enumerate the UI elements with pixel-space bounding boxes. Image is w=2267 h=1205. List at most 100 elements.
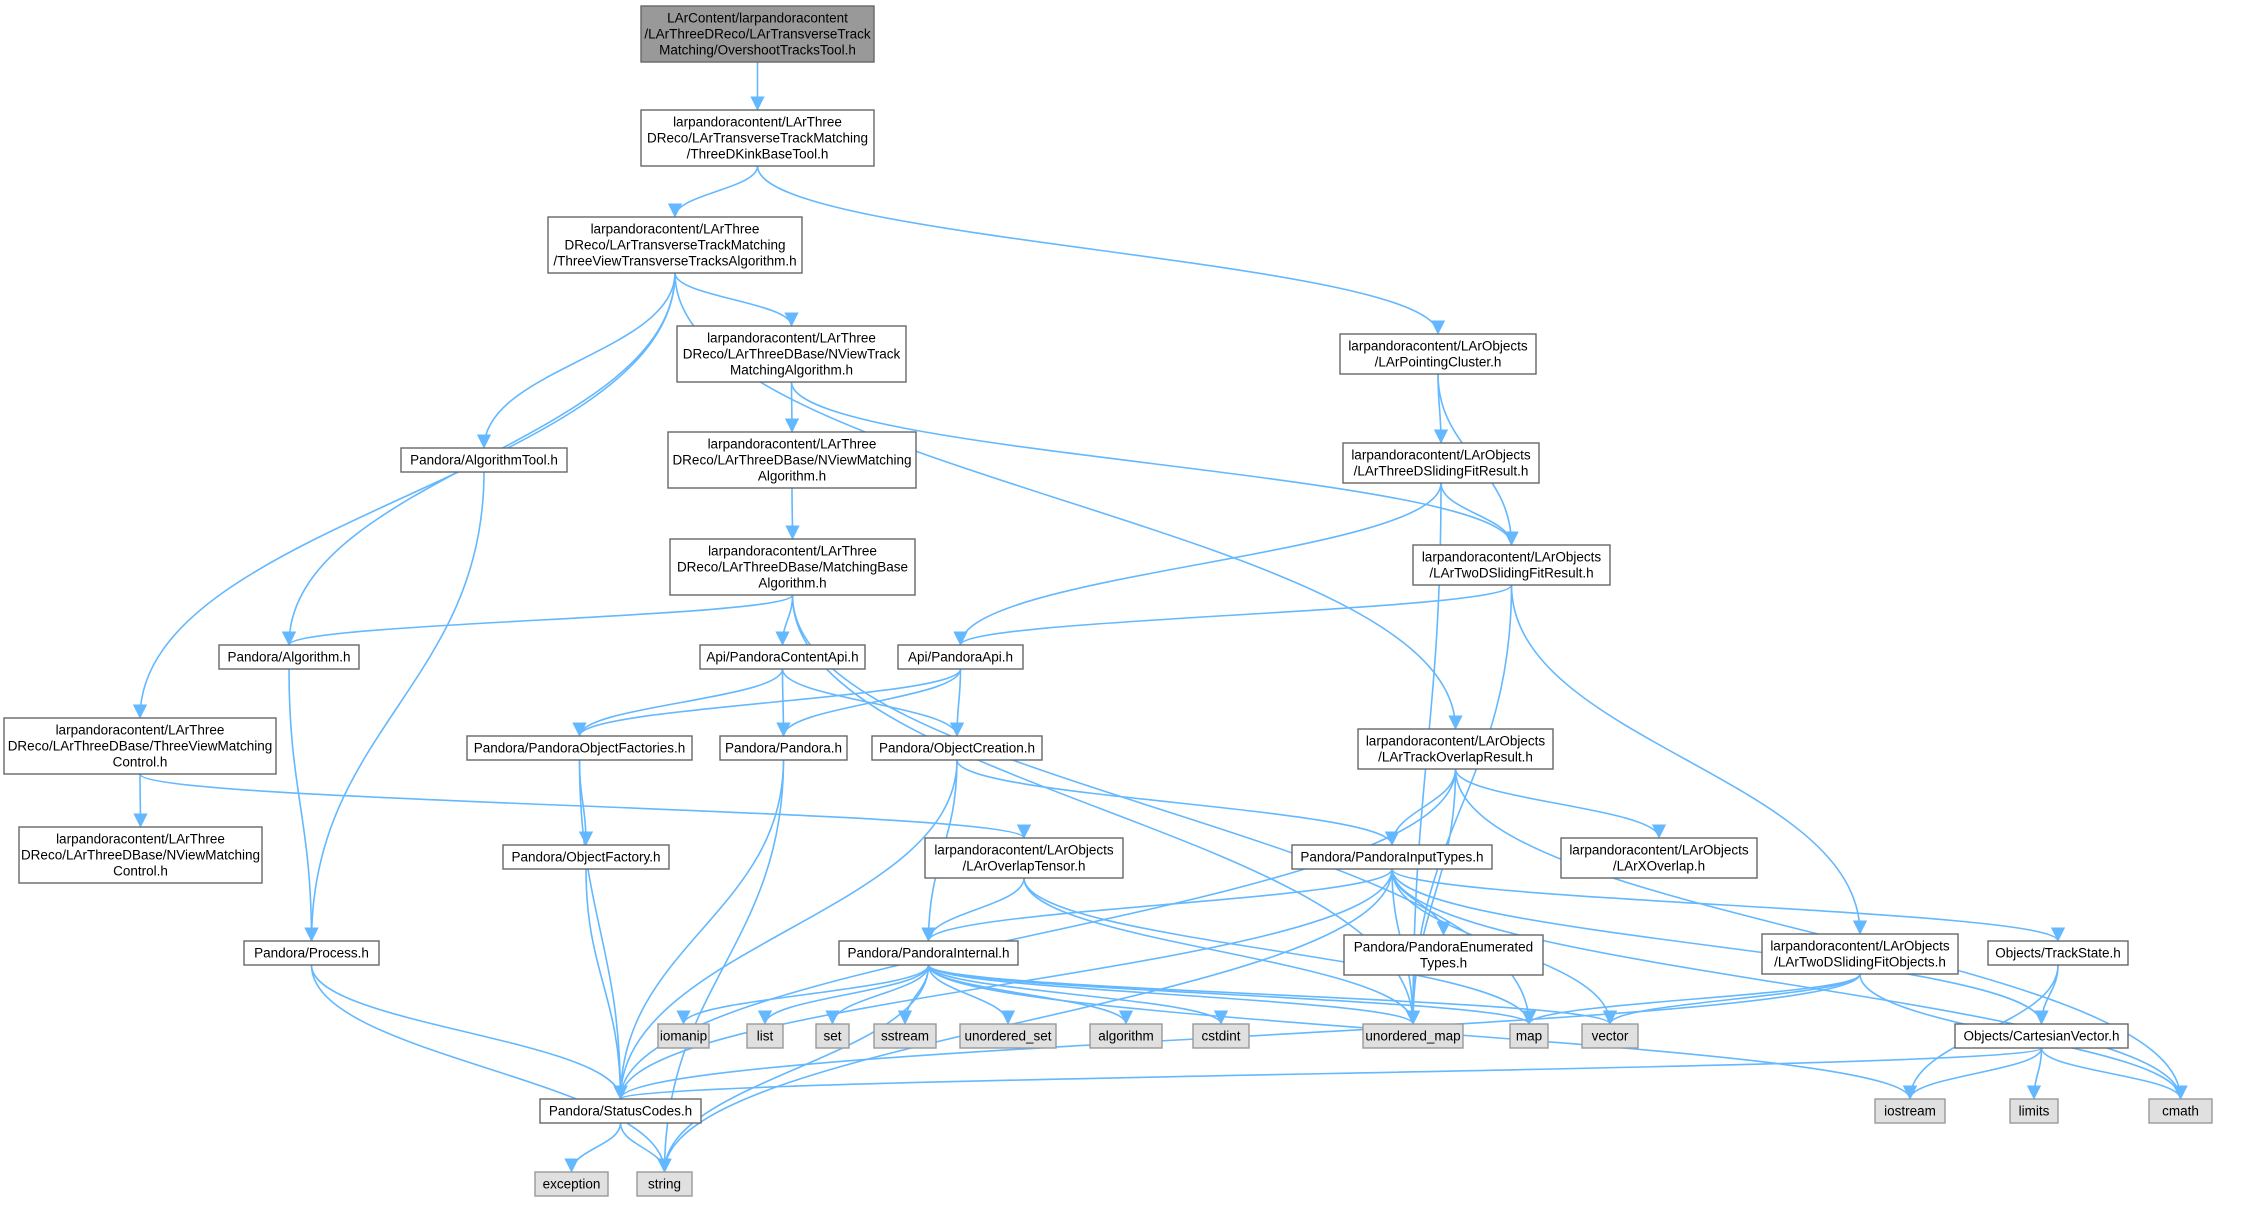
header-node-n8[interactable]: larpandoracontent/LArObjects/LArTrackOve… bbox=[1357, 728, 1554, 770]
node-label-line: larpandoracontent/LArThree bbox=[56, 832, 225, 847]
node-box bbox=[1560, 837, 1758, 879]
std-header-node-s14: exception bbox=[534, 1171, 609, 1197]
node-box bbox=[18, 826, 263, 884]
edge-n11-to-s15 bbox=[310, 964, 672, 1173]
node-box bbox=[502, 844, 670, 870]
header-node-n2[interactable]: larpandoracontent/LArThreeDReco/LArTrans… bbox=[547, 216, 803, 274]
header-node-n10[interactable]: larpandoracontent/LArObjects/LArOverlapT… bbox=[924, 837, 1124, 879]
header-node-n20[interactable]: Pandora/ObjectCreation.h bbox=[871, 735, 1043, 761]
edge-n28-to-n29 bbox=[614, 1047, 2043, 1100]
node-label-line: Pandora/StatusCodes.h bbox=[549, 1104, 692, 1119]
edge-n22-to-n29 bbox=[613, 868, 1393, 1100]
std-header-node-s11: iostream bbox=[1874, 1098, 1946, 1124]
node-label-line: larpandoracontent/LArObjects bbox=[1351, 448, 1531, 463]
edge-n25-to-s1 bbox=[676, 964, 930, 1025]
edge-n14-to-n15 bbox=[1440, 482, 1519, 546]
node-label-line: larpandoracontent/LArObjects bbox=[1422, 550, 1602, 565]
std-header-node-s3: set bbox=[815, 1023, 850, 1049]
edge-n14-to-n17 bbox=[953, 482, 1442, 646]
node-label-line: DReco/LArTransverseTrackMatching bbox=[647, 131, 868, 146]
node-label-line: larpandoracontent/LArThree bbox=[707, 331, 876, 346]
node-box bbox=[1343, 934, 1544, 976]
node-label-line: cmath bbox=[2162, 1104, 2199, 1119]
header-node-n27[interactable]: Objects/TrackState.h bbox=[1987, 940, 2129, 966]
node-label-line: /LArThreeDReco/LArTransverseTrack bbox=[644, 27, 871, 42]
node-box bbox=[1509, 1023, 1549, 1049]
header-node-n9[interactable]: larpandoracontent/LArThreeDReco/LArThree… bbox=[18, 826, 263, 884]
header-node-n3[interactable]: larpandoracontent/LArObjects/LArPointing… bbox=[1339, 333, 1537, 375]
header-node-n4[interactable]: larpandoracontent/LArThreeDReco/LArThree… bbox=[3, 717, 277, 775]
node-label-line: larpandoracontent/LArObjects bbox=[1770, 939, 1950, 954]
header-node-n17[interactable]: Api/PandoraApi.h bbox=[897, 644, 1024, 670]
edge-n10-to-s9 bbox=[1023, 877, 1537, 1025]
header-node-n25[interactable]: Pandora/PandoraInternal.h bbox=[838, 940, 1019, 966]
node-label-line: /ThreeViewTransverseTracksAlgorithm.h bbox=[553, 254, 796, 269]
header-node-n7[interactable]: larpandoracontent/LArThreeDReco/LArThree… bbox=[676, 325, 907, 383]
header-node-n23[interactable]: larpandoracontent/LArObjects/LArXOverlap… bbox=[1560, 837, 1758, 879]
header-node-n21[interactable]: Pandora/ObjectFactory.h bbox=[502, 844, 670, 870]
node-label-line: sstream bbox=[881, 1029, 929, 1044]
std-header-node-s13: cmath bbox=[2148, 1098, 2213, 1124]
node-label-line: /LArTrackOverlapResult.h bbox=[1378, 750, 1533, 765]
edge-n20-to-n22 bbox=[956, 759, 1400, 846]
node-label-line: list bbox=[757, 1029, 774, 1044]
edge-n15-to-n26 bbox=[1510, 584, 1868, 935]
edge-n21-to-n29 bbox=[585, 868, 628, 1100]
header-node-n11[interactable]: Pandora/Process.h bbox=[243, 940, 380, 966]
node-label-line: /LArThreeDSlidingFitResult.h bbox=[1354, 464, 1529, 479]
edge-n17-to-n20 bbox=[949, 668, 965, 737]
header-node-n19[interactable]: Pandora/Pandora.h bbox=[719, 735, 848, 761]
header-node-n5[interactable]: Pandora/Algorithm.h bbox=[218, 644, 360, 670]
node-box bbox=[815, 1023, 850, 1049]
header-node-n0[interactable]: LArContent/larpandoracontent/LArThreeDRe… bbox=[640, 5, 875, 63]
edge-n25-to-s3 bbox=[825, 964, 930, 1025]
node-box bbox=[699, 644, 866, 670]
node-label-line: iostream bbox=[1884, 1104, 1936, 1119]
node-label-line: Pandora/ObjectFactory.h bbox=[511, 850, 660, 865]
header-node-n13[interactable]: larpandoracontent/LArThreeDReco/LArThree… bbox=[669, 538, 916, 596]
header-node-n12[interactable]: larpandoracontent/LArThreeDReco/LArThree… bbox=[667, 431, 917, 489]
node-label-line: Matching/OvershootTracksTool.h bbox=[659, 43, 856, 58]
node-box bbox=[539, 1098, 702, 1124]
node-box bbox=[719, 735, 848, 761]
node-label-line: Api/PandoraApi.h bbox=[908, 650, 1013, 665]
node-label-line: larpandoracontent/LArThree bbox=[708, 544, 877, 559]
node-box bbox=[669, 538, 916, 596]
header-node-n6[interactable]: Pandora/AlgorithmTool.h bbox=[400, 447, 568, 473]
node-box bbox=[959, 1023, 1057, 1049]
node-box bbox=[1192, 1023, 1250, 1049]
header-node-n18[interactable]: Pandora/PandoraObjectFactories.h bbox=[466, 735, 693, 761]
edge-n7-to-n15 bbox=[790, 381, 1519, 546]
node-label-line: DReco/LArTransverseTrackMatching bbox=[564, 238, 785, 253]
node-box bbox=[1342, 442, 1540, 484]
node-label-line: Pandora/ObjectCreation.h bbox=[879, 741, 1035, 756]
edge-n22-to-n28 bbox=[1391, 868, 2049, 1025]
node-box bbox=[243, 940, 380, 966]
header-node-n29[interactable]: Pandora/StatusCodes.h bbox=[539, 1098, 702, 1124]
header-node-n28[interactable]: Objects/CartesianVector.h bbox=[1954, 1023, 2129, 1049]
edge-n25-to-s8 bbox=[927, 964, 1420, 1025]
header-node-n22[interactable]: Pandora/PandoraInputTypes.h bbox=[1291, 844, 1493, 870]
edge-n25-to-s5 bbox=[927, 964, 1016, 1025]
node-label-line: Objects/CartesianVector.h bbox=[1963, 1029, 2119, 1044]
node-label-line: vector bbox=[1592, 1029, 1629, 1044]
header-node-n14[interactable]: larpandoracontent/LArObjects/LArThreeDSl… bbox=[1342, 442, 1540, 484]
node-label-line: Pandora/PandoraObjectFactories.h bbox=[474, 741, 686, 756]
header-node-n1[interactable]: larpandoracontent/LArThreeDReco/LArTrans… bbox=[640, 109, 875, 167]
header-node-n16[interactable]: Api/PandoraContentApi.h bbox=[699, 644, 866, 670]
edge-n26-to-s9 bbox=[1522, 973, 1861, 1025]
node-label-line: map bbox=[1516, 1029, 1542, 1044]
node-label-line: Algorithm.h bbox=[758, 469, 826, 484]
edge-n28-to-s12 bbox=[2026, 1047, 2043, 1100]
node-label-line: exception bbox=[543, 1177, 601, 1192]
header-node-n26[interactable]: larpandoracontent/LArObjects/LArTwoDSlid… bbox=[1761, 933, 1959, 975]
node-label-line: DReco/LArThreeDBase/NViewTrack bbox=[683, 347, 901, 362]
edge-n16-to-n19 bbox=[776, 668, 791, 737]
node-label-line: larpandoracontent/LArObjects bbox=[1348, 339, 1528, 354]
std-header-node-s8: unordered_map bbox=[1362, 1023, 1464, 1049]
node-box bbox=[1291, 844, 1493, 870]
header-node-n15[interactable]: larpandoracontent/LArObjects/LArTwoDSlid… bbox=[1412, 544, 1611, 586]
node-box bbox=[873, 1023, 937, 1049]
node-box bbox=[897, 644, 1024, 670]
